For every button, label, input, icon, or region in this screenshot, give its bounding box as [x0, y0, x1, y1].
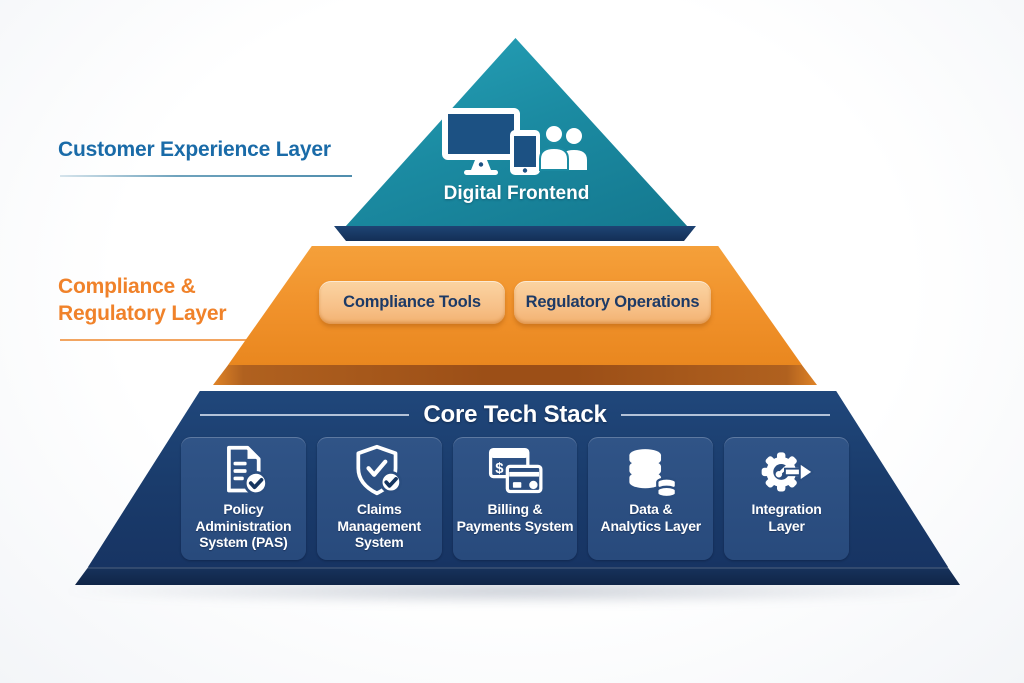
data-analytics-label: Data & Analytics Layer: [600, 501, 702, 534]
customer-experience-layer: Digital Frontend: [345, 38, 688, 227]
compliance-regulatory-layer-label: Compliance & Regulatory Layer: [58, 275, 227, 326]
compliance-tools-pill: Compliance Tools: [319, 281, 505, 324]
integration-layer-box: Integration Layer: [724, 437, 849, 560]
core-tech-stack-heading: Core Tech Stack: [200, 401, 831, 429]
gear-arrow-icon: [761, 452, 814, 492]
credit-cards-icon: $: [489, 447, 543, 494]
document-check-icon: [226, 445, 268, 496]
regulatory-operations-pill: Regulatory Operations: [514, 281, 711, 324]
teal-layer-base-edge: [334, 226, 696, 241]
shield-check-icon: [356, 444, 403, 496]
dollar-sign: $: [495, 461, 504, 477]
policy-administration-label: Policy Administration System (PAS): [195, 501, 292, 551]
customer-experience-layer-label: Customer Experience Layer: [58, 138, 331, 161]
heading-rule-left: [200, 414, 410, 416]
compliance-regulatory-leader-line: [60, 339, 304, 341]
integration-layer-label: Integration Layer: [751, 501, 822, 534]
navy-layer-base-edge: [75, 567, 960, 585]
core-tech-stack-layer: Core Tech Stack Policy Administration Sy…: [88, 391, 948, 567]
heading-rule-right: [620, 414, 831, 416]
digital-frontend-icons: [441, 108, 587, 175]
core-systems-row: Policy Administration System (PAS) Claim…: [181, 437, 849, 560]
database-icon: [629, 449, 678, 498]
data-analytics-box: Data & Analytics Layer: [588, 437, 714, 560]
billing-payments-box: $ Billing & Payments System: [452, 437, 578, 560]
digital-frontend-label: Digital Frontend: [443, 183, 590, 204]
monitor-icon: [441, 108, 520, 175]
billing-payments-label: Billing & Payments System: [456, 501, 574, 534]
users-icon: [538, 124, 587, 171]
smartphone-icon: [509, 130, 540, 175]
customer-experience-leader-line: [60, 175, 352, 177]
claims-management-box: Claims Management System: [316, 437, 442, 560]
core-tech-stack-title: Core Tech Stack: [423, 401, 607, 428]
policy-administration-box: Policy Administration System (PAS): [181, 437, 306, 560]
orange-layer-base-edge: [213, 365, 817, 385]
claims-management-label: Claims Management System: [337, 501, 421, 551]
